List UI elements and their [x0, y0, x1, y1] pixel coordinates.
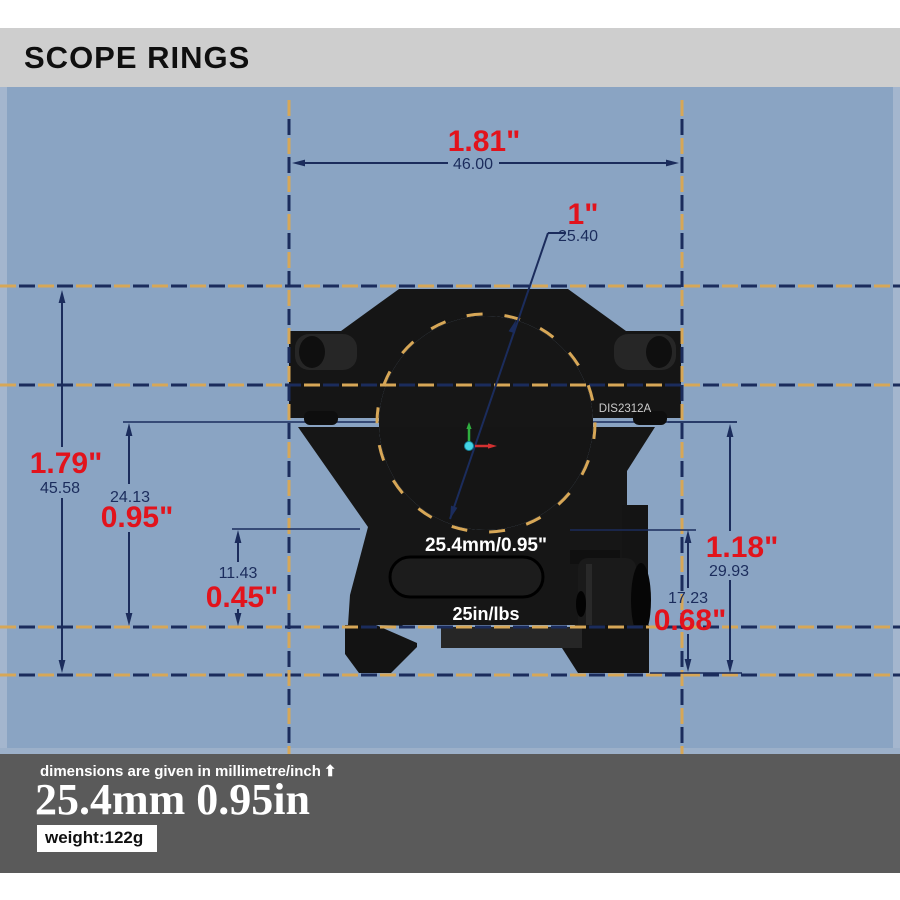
size-headline: 25.4mm 0.95in: [35, 775, 310, 824]
dim-center-height: 1.18" 29.93: [668, 421, 779, 673]
ring-cap: [289, 289, 681, 530]
construction-lines: [0, 100, 900, 754]
dim-clamp-mm: 17.23: [668, 590, 708, 607]
dim-base-mm: 11.43: [219, 565, 258, 582]
top-white-strip: [0, 0, 900, 28]
left-lug-screw: [299, 336, 325, 368]
dimension-note-text: dimensions are given in millimetre/inch: [40, 763, 321, 780]
dim-overall-height: 1.79" 45.58: [30, 290, 103, 673]
origin-x-axis-arrow: [488, 443, 497, 449]
dim-bore-inch: 1": [568, 198, 599, 231]
origin-point: [464, 441, 474, 451]
dim-overall-width: 1.81" 46.00: [292, 125, 679, 173]
left-rail-foot: [345, 625, 417, 673]
dim-bore-diameter: 1" 25.40: [449, 198, 599, 520]
dimension-note: dimensions are given in millimetre/inch⬆: [40, 762, 337, 780]
page-title: SCOPE RINGS: [24, 39, 251, 75]
mount-base: [298, 316, 655, 625]
left-foot-notch: [376, 625, 417, 643]
dim-height-inch: 1.79": [30, 447, 103, 480]
base-slot: [388, 555, 545, 599]
dim-saddle-mm: 24.13: [110, 489, 150, 506]
scope-ring-mount: 25.4mm/0.95" 25in/lbs DIS2312A: [289, 289, 681, 673]
dim-width-mm: 46.00: [453, 156, 493, 173]
clamp-screw-tip: [576, 591, 586, 617]
frame-strips: [0, 87, 900, 754]
product-code-marking: DIS2312A: [599, 403, 652, 415]
clamp-nut: [631, 563, 651, 637]
knob-highlight: [586, 564, 592, 664]
dim-center-mm: 29.93: [709, 563, 749, 580]
torque-marking: 25in/lbs: [452, 604, 519, 624]
dim-width-inch: 1.81": [448, 125, 521, 158]
left-seam-tab: [304, 411, 338, 425]
footer-bar: dimensions are given in millimetre/inch⬆…: [0, 754, 900, 873]
right-seam-tab: [633, 411, 667, 425]
origin-y-axis-arrow: [466, 422, 472, 429]
bore-size-marking: 25.4mm/0.95": [425, 535, 547, 556]
dim-center-inch: 1.18": [706, 531, 779, 564]
bore-construction-circle: [375, 312, 597, 534]
bottom-white-strip: [0, 873, 900, 900]
weight-label: weight:122g: [45, 828, 144, 847]
dim-height-mm: 45.58: [40, 480, 80, 497]
right-lug-screw: [646, 336, 672, 368]
right-rail-foot: [562, 625, 649, 673]
dim-base-height: 11.43 0.45": [206, 528, 360, 626]
origin-marker: [464, 422, 497, 451]
weight-badge: weight:122g: [37, 825, 158, 852]
dim-saddle-height: 24.13 0.95": [101, 423, 174, 626]
up-arrow-icon: ⬆: [323, 763, 337, 780]
dim-clamp-inch: 0.68": [654, 604, 727, 637]
dimension-diagram: 25.4mm/0.95" 25in/lbs DIS2312A 1.: [0, 87, 900, 754]
dim-base-inch: 0.45": [206, 581, 279, 614]
dim-clamp-height: 17.23 0.68": [570, 529, 742, 674]
diagram-canvas: 25.4mm/0.95" 25in/lbs DIS2312A 1.: [0, 87, 900, 754]
rail-recess-block: [441, 627, 582, 648]
dim-bore-mm: 25.40: [558, 228, 598, 245]
title-bar: SCOPE RINGS: [0, 28, 900, 87]
dim-saddle-inch: 0.95": [101, 501, 174, 534]
